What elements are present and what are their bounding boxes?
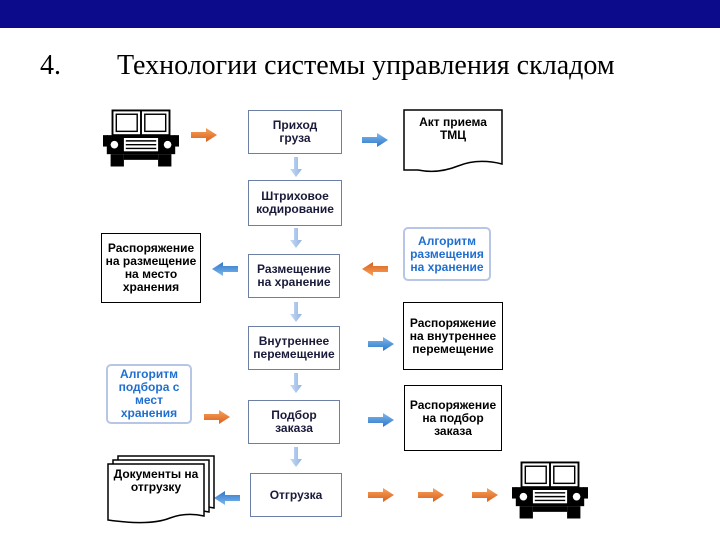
truck-icon <box>512 461 588 520</box>
shipment-box: Отгрузка <box>250 473 342 517</box>
blue-down-arrow <box>290 447 302 467</box>
barcoding-label: Штриховое кодирование <box>256 189 334 216</box>
blue-down-arrow <box>290 302 302 322</box>
order-pick-label: Подбор заказа <box>271 408 317 435</box>
pick-order-box: Распоряжение на подбор заказа <box>404 385 502 451</box>
blue-right-arrow <box>362 133 388 147</box>
shipping-docs-label: Документы на отгрузку <box>113 467 199 494</box>
acceptance-act-shape <box>403 109 503 173</box>
order-pick-box: Подбор заказа <box>248 400 340 444</box>
blue-down-arrow <box>290 157 302 177</box>
orange-right-arrow <box>472 488 498 502</box>
truck-icon <box>103 109 179 168</box>
placement-box: Размещение на хранение <box>248 254 340 298</box>
internal-move-order-label: Распоряжение на внутреннее перемещение <box>409 315 497 356</box>
shipment-label: Отгрузка <box>269 487 323 502</box>
storage-algorithms-box: Алгоритм размещения на хранение <box>403 227 491 281</box>
orange-right-arrow <box>418 488 444 502</box>
placement-label: Размещение на хранение <box>257 262 331 289</box>
storage-algorithms-label: Алгоритм размещения на хранение <box>410 233 484 274</box>
pick-algorithm-label: Алгоритм подбора с мест хранения <box>118 367 180 420</box>
receipt-box: Приход груза <box>248 110 342 154</box>
orange-right-arrow <box>368 488 394 502</box>
placement-order-box: Распоряжение на размещение на место хран… <box>101 233 201 303</box>
receipt-label: Приход груза <box>272 118 318 145</box>
internal-move-order-box: Распоряжение на внутреннее перемещение <box>403 302 503 370</box>
shipping-docs-text: Документы на отгрузку <box>110 468 202 494</box>
blue-right-arrow <box>368 337 394 351</box>
blue-left-arrow <box>214 491 240 505</box>
pick-algorithm-box: Алгоритм подбора с мест хранения <box>106 364 192 424</box>
barcoding-box: Штриховое кодирование <box>248 180 342 226</box>
blue-left-arrow <box>212 262 238 276</box>
slide-title: Технологии системы управления складом <box>117 50 615 81</box>
blue-right-arrow <box>368 413 394 427</box>
acceptance-act-label: Акт приема ТМЦ <box>419 115 487 142</box>
orange-left-arrow <box>362 262 388 276</box>
orange-right-arrow <box>204 410 230 424</box>
pick-order-label: Распоряжение на подбор заказа <box>409 397 497 438</box>
shipping-docs-stack <box>107 455 215 524</box>
acceptance-act-text: Акт приема ТМЦ <box>406 116 500 142</box>
blue-down-arrow <box>290 228 302 248</box>
internal-move-label: Внутреннее перемещение <box>253 334 335 361</box>
internal-move-box: Внутреннее перемещение <box>248 326 340 370</box>
slide-number: 4. <box>40 50 61 81</box>
orange-right-arrow <box>191 128 217 142</box>
placement-order-label: Распоряжение на размещение на место хран… <box>105 241 197 294</box>
blue-down-arrow <box>290 373 302 393</box>
header-bar <box>0 0 720 28</box>
